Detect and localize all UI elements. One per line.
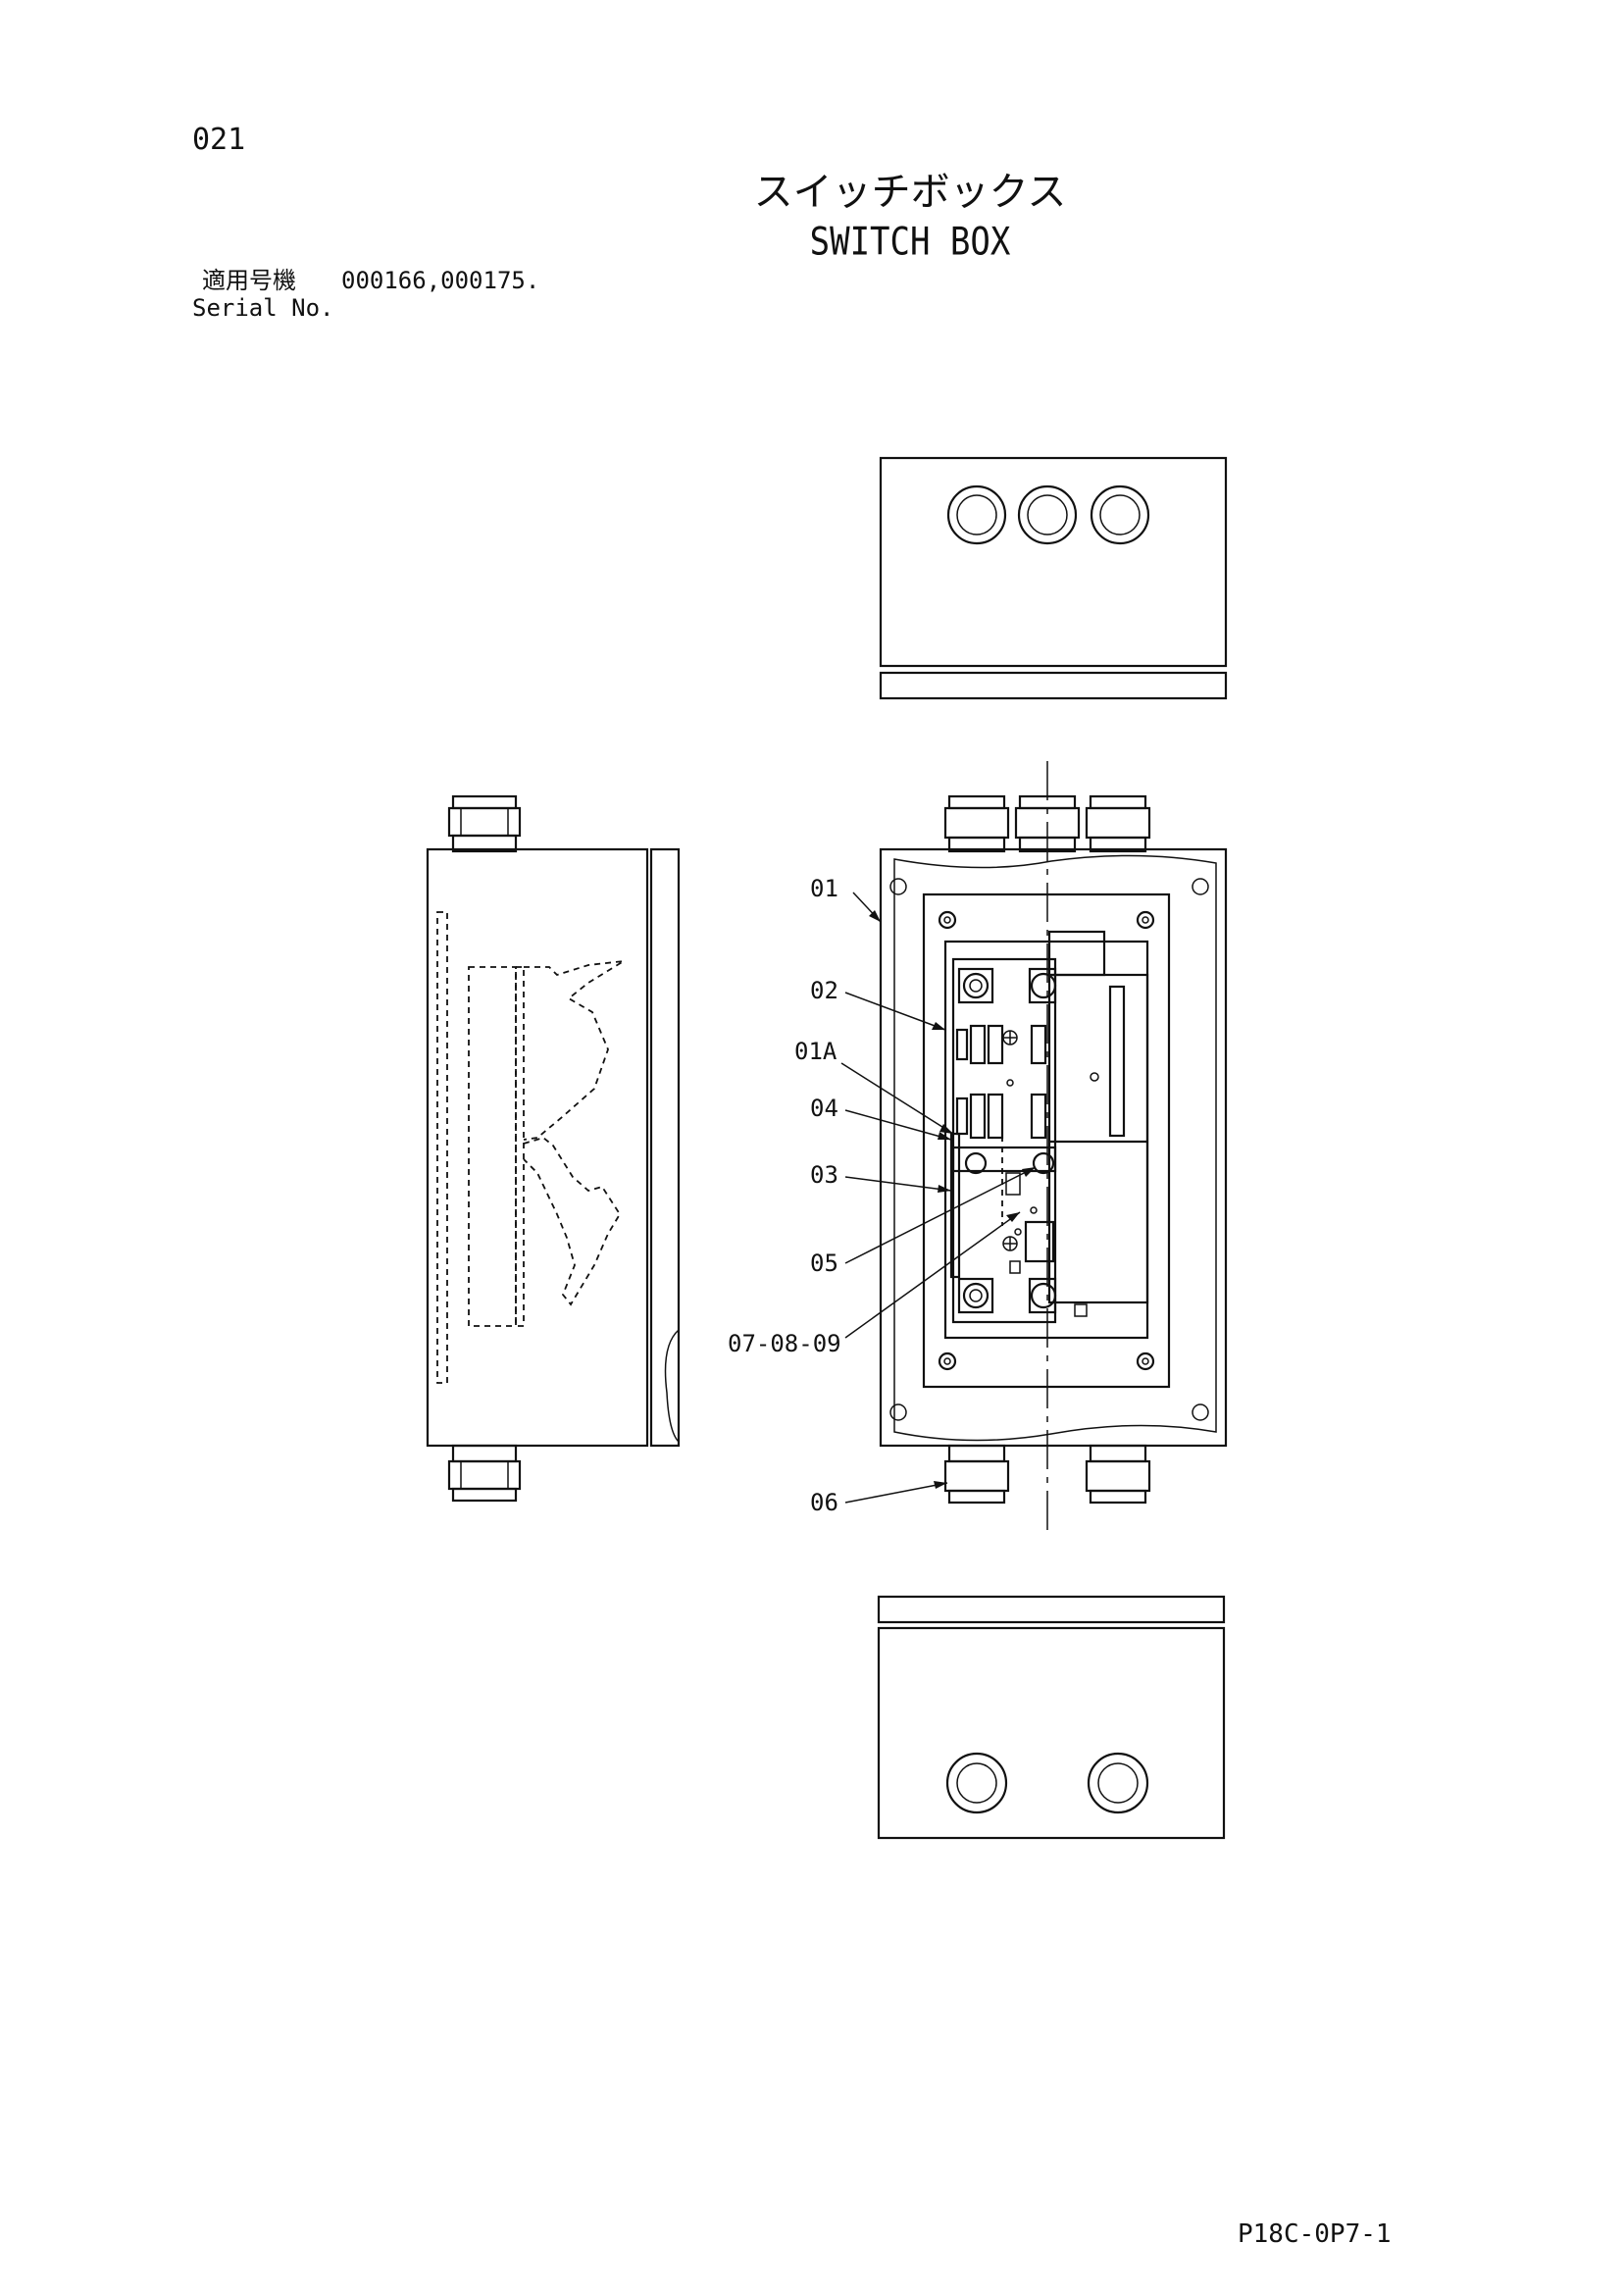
lower-terminal [951,1146,1057,1274]
serial-numbers: 000166,000175. [341,267,540,294]
callout-05: 05 [810,1250,838,1277]
bottom-gland-2 [1087,1752,1149,1814]
page-number: 021 [192,123,246,157]
title-japanese: スイッチボックス [753,170,1067,215]
terminal-screw-tr [1028,967,1057,1004]
callout-01: 01 [810,875,838,902]
top-gland-3 [1090,484,1150,545]
callouts: 01 02 01A 04 03 05 07-08-09 06 [728,875,1037,1516]
serial-label-japanese: 適用号機 [202,267,296,294]
serial-label-english: Serial No. [192,294,334,322]
bottom-view [877,1595,1226,1840]
front-view [879,761,1228,1534]
terminal-screw-br [1028,1277,1057,1314]
side-view [426,794,681,1503]
page-code: P18C-0P7-1 [1238,2219,1392,2249]
callout-06: 06 [810,1489,838,1516]
top-gland-1 [946,484,1007,545]
terminal-screw-bl [957,1277,994,1314]
title-english: SWITCH BOX [809,220,1011,265]
front-top-glands [943,794,1151,853]
terminal-screw-tl [957,967,994,1004]
top-gland-2 [1017,484,1078,545]
callout-03: 03 [810,1161,838,1189]
bottom-gland-1 [945,1752,1008,1814]
callout-07-08-09: 07-08-09 [728,1330,841,1357]
callout-02: 02 [810,977,838,1004]
fuse-slots [955,1024,1047,1140]
top-view [879,456,1228,700]
corner-screws [889,878,1209,1421]
callout-04: 04 [810,1095,838,1122]
callout-01a: 01A [794,1038,837,1065]
front-bottom-glands [943,1444,1151,1504]
